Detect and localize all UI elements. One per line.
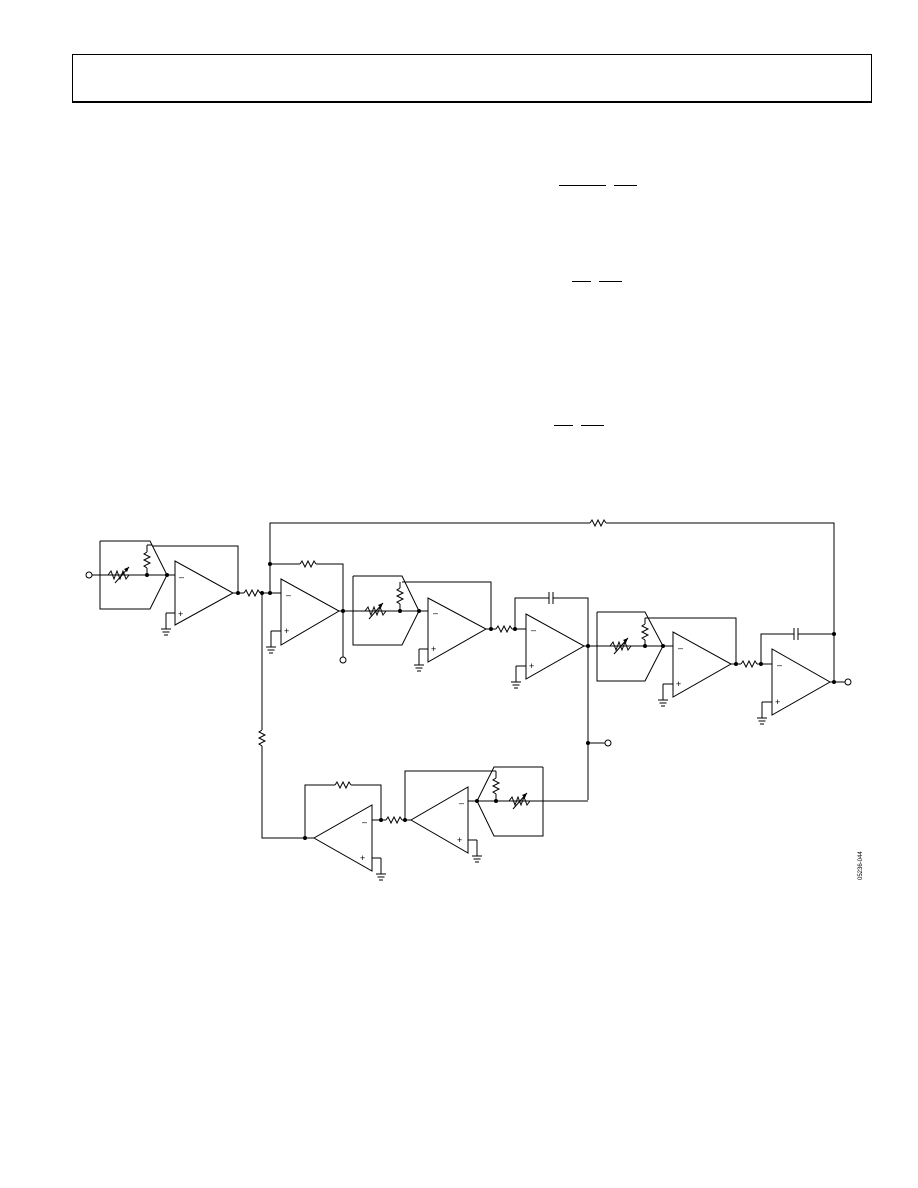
ground-4: [511, 681, 521, 689]
attenuator-3: [596, 611, 664, 682]
ground-2: [266, 646, 276, 654]
equation-3-bar-left: [554, 425, 573, 426]
ground-5: [658, 699, 668, 707]
input-terminal: [85, 571, 93, 579]
op-amp-1-noninverting-sign: +: [178, 609, 183, 619]
op-amp-2: – +: [270, 578, 341, 647]
op-amp-3: – +: [418, 597, 488, 665]
op-amp-6: – +: [761, 648, 832, 718]
op-amp-8-inverting-sign: –: [459, 798, 464, 808]
global-feedback-line: [269, 518, 835, 634]
feedback-box-5: [645, 617, 737, 664]
op-amp-6-noninverting-sign: +: [775, 697, 780, 707]
op-amp-8: – +: [410, 786, 478, 856]
op-amp-2-inverting-sign: –: [286, 590, 291, 600]
resistor-series-7: [385, 815, 411, 825]
op-amp-5: – +: [662, 631, 733, 700]
feedback-box-1: [152, 545, 239, 593]
equation-1-bar-right: [614, 185, 637, 186]
op-amp-3-inverting-sign: –: [433, 608, 438, 618]
ground-8: [472, 855, 482, 863]
attenuator-1: [92, 540, 168, 610]
resistor-series-5: [740, 659, 772, 669]
op-amp-4-inverting-sign: –: [531, 625, 536, 635]
ground-3: [414, 664, 424, 672]
return-resistor: [257, 593, 305, 839]
op-amp-1-inverting-sign: –: [179, 572, 184, 582]
op-amp-8-noninverting-sign: +: [457, 835, 462, 845]
resistor-series-3: [495, 624, 526, 634]
attenuator-4: [476, 766, 588, 837]
op-amp-2-noninverting-sign: +: [284, 626, 289, 636]
feedback-box-8: [404, 770, 496, 820]
op-amp-3-noninverting-sign: +: [431, 644, 436, 654]
op-amp-4: – +: [515, 613, 586, 682]
op-amp-4-noninverting-sign: +: [529, 661, 534, 671]
output-terminal-bandpass: [587, 646, 612, 800]
ground-7: [376, 873, 386, 881]
output-terminal-highpass: [339, 611, 347, 664]
equation-2-bar-right: [599, 281, 622, 282]
op-amp-6-inverting-sign: –: [777, 660, 782, 670]
equation-1-bar-left: [559, 185, 606, 186]
integrator-capacitor-1: [514, 592, 589, 646]
ground-6: [757, 717, 767, 725]
op-amp-5-inverting-sign: –: [678, 643, 683, 653]
figure-number: 05236-044: [858, 851, 864, 880]
op-amp-1: – +: [165, 560, 235, 629]
equation-3-bar-right: [581, 425, 604, 426]
op-amp-7: – +: [305, 804, 386, 874]
attenuator-2: [352, 575, 420, 646]
feedback-resistor-7: [304, 780, 382, 838]
equation-2-bar-left: [572, 281, 591, 282]
op-amp-5-noninverting-sign: +: [676, 679, 681, 689]
op-amp-7-noninverting-sign: +: [360, 853, 365, 863]
feedback-box-3: [402, 581, 492, 629]
ground-1: [161, 628, 171, 636]
op-amp-7-inverting-sign: –: [362, 817, 367, 827]
header-frame: [72, 54, 872, 103]
feedback-resistor-2: [270, 559, 344, 610]
